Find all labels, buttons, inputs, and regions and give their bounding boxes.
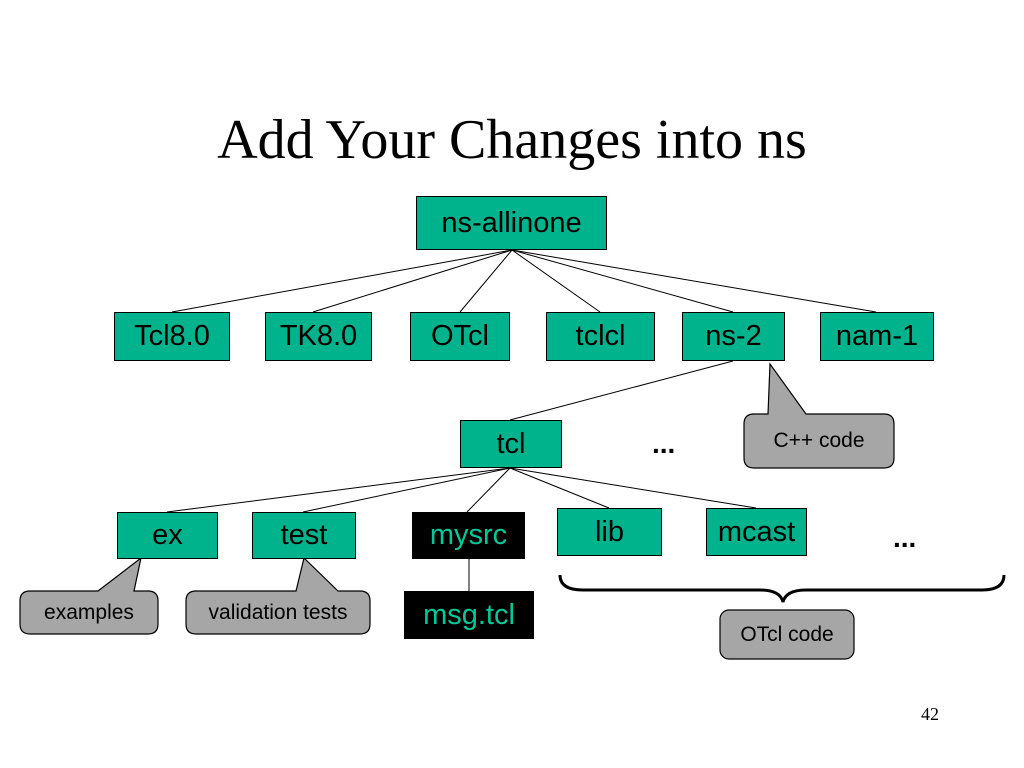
node-tcl80: Tcl8.0 [114,312,230,361]
node-ex: ex [117,512,218,559]
edge-tcl-ex [166,467,511,513]
edge-root-tk80 [312,249,513,313]
ellipsis-right: ... [893,522,917,553]
edge-ns2-tcl [509,360,734,421]
slide-title: Add Your Changes into ns [217,109,807,171]
node-lib: lib [557,508,662,556]
callout-otcl-code: OTcl code [740,622,834,646]
node-test: test [252,512,356,559]
node-tcl: tcl [460,420,562,468]
node-otcl: OTcl [410,312,510,361]
callout-cpp-code: C++ code [773,429,865,452]
edge-tcl-test [302,467,511,513]
page-number: 42 [921,704,939,724]
node-ns-allinone: ns-allinone [416,196,607,250]
ellipsis-middle: ... [652,428,676,459]
node-tk80: TK8.0 [265,312,372,361]
node-nam1: nam-1 [820,312,934,361]
callout-validation-tests: validation tests [208,600,348,624]
edge-tcl-lib [509,467,610,509]
node-ns2: ns-2 [682,312,785,361]
node-msg-tcl: msg.tcl [404,591,534,639]
edge-root-nam1 [511,249,877,313]
callout-examples: examples [44,600,134,624]
edge-root-tclcl [511,249,601,313]
callout-cpp-shape [743,362,895,469]
callout-otcl-code-shape [719,609,855,660]
callout-validation-shape [185,556,371,635]
edge-root-tcl80 [171,249,513,313]
node-mysrc: mysrc [412,512,525,559]
node-tclcl: tclcl [546,312,655,361]
curly-brace [558,574,1006,603]
edge-root-otcl [459,249,513,313]
callout-examples-shape [19,556,159,635]
node-mcast: mcast [706,508,807,556]
edge-tcl-mcast [509,467,757,509]
edge-tcl-mysrc [466,467,511,513]
edge-root-ns2 [511,249,734,313]
